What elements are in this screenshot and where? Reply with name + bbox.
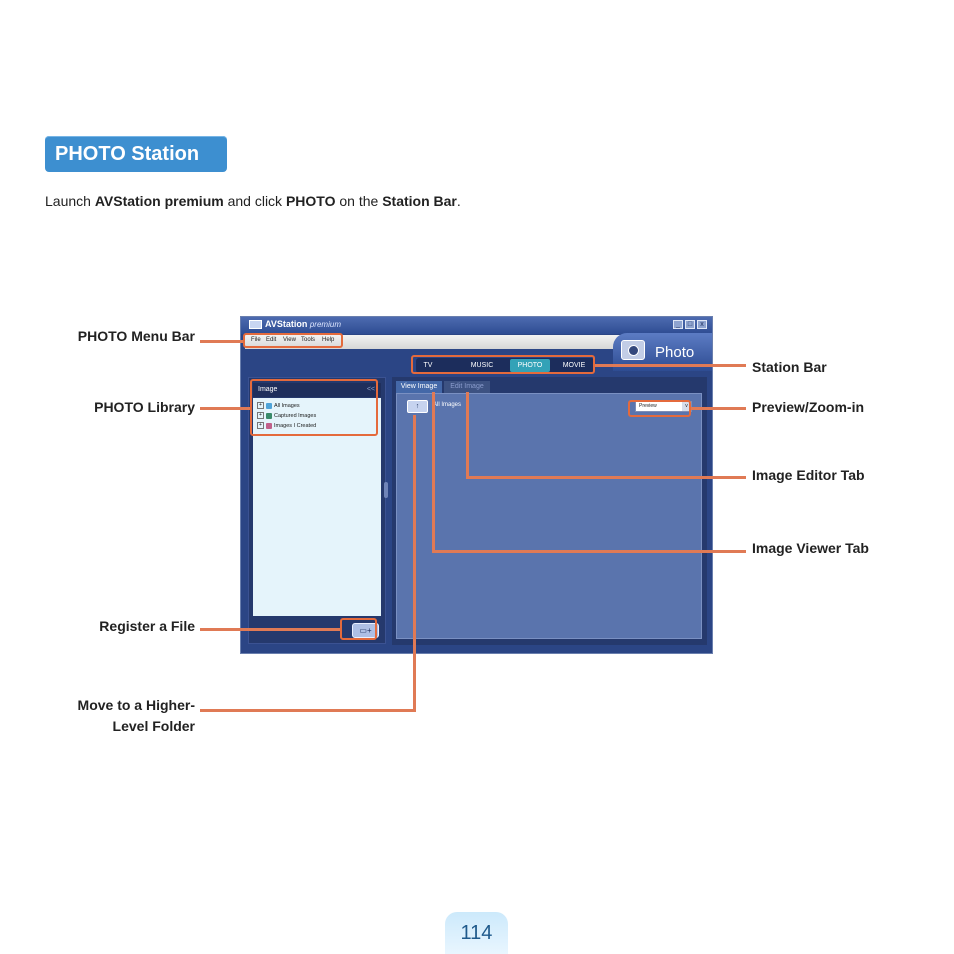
tab-edit-image[interactable]: Edit Image (444, 381, 490, 393)
maximize-button[interactable]: □ (685, 320, 695, 329)
menu-help[interactable]: Help (322, 337, 335, 343)
callout-box-menu-bar (243, 333, 343, 348)
splitter-handle[interactable] (384, 482, 388, 498)
callout-line-station-bar (595, 364, 746, 367)
callout-line-editor-tab-h (466, 476, 746, 479)
up-arrow-icon: ↑ (415, 403, 420, 410)
library-header: Image<< (253, 383, 381, 397)
minimize-button[interactable]: _ (673, 320, 683, 329)
folder-icon (266, 412, 272, 419)
menu-edit[interactable]: Edit (266, 337, 277, 343)
app-name: AVStation premium (265, 319, 341, 329)
current-folder: All Images (433, 402, 462, 408)
collapse-icon[interactable]: << (366, 386, 375, 393)
label-move-up: Move to a Higher-Level Folder (77, 697, 195, 734)
section-title: PHOTO Station (45, 136, 227, 172)
title-bar: AVStation premium _ □ x (241, 317, 712, 334)
register-file-button[interactable]: ▭+ (352, 623, 379, 638)
label-menu-bar: PHOTO Menu Bar (77, 328, 195, 344)
close-button[interactable]: x (697, 320, 707, 329)
expand-icon[interactable]: + (257, 402, 264, 409)
label-preview: Preview/Zoom-in (752, 399, 865, 415)
label-editor-tab: Image Editor Tab (752, 467, 865, 483)
label-viewer-tab: Image Viewer Tab (752, 540, 869, 556)
callout-box-station-bar (411, 355, 595, 374)
station-tab-music[interactable]: MUSIC (470, 362, 494, 369)
chevron-down-icon: v (682, 402, 691, 411)
callout-line-move-up-v (413, 415, 416, 712)
app-logo-icon (249, 320, 262, 329)
menu-file[interactable]: File (251, 337, 261, 343)
callout-line-viewer-tab-v (432, 392, 435, 553)
up-folder-button[interactable]: ↑ (407, 400, 428, 413)
callout-box-library (250, 379, 378, 436)
image-viewer: View Image Edit Image ↑ All Images Previ… (392, 377, 707, 645)
tree-item-created[interactable]: +Images I Created (257, 422, 316, 432)
station-tab-tv[interactable]: TV (423, 362, 433, 369)
callout-line-register (200, 628, 340, 631)
callout-line-library (200, 407, 250, 410)
add-file-icon: ▭ (359, 626, 367, 635)
expand-icon[interactable]: + (257, 412, 264, 419)
expand-icon[interactable]: + (257, 422, 264, 429)
callout-line-preview (691, 407, 746, 410)
tree-item-all-images[interactable]: +All Images (257, 402, 300, 412)
menu-tools[interactable]: Tools (301, 337, 316, 343)
station-bar: TV MUSIC PHOTO MOVIE (416, 358, 594, 373)
label-register: Register a File (99, 618, 195, 634)
tab-view-image[interactable]: View Image (396, 381, 442, 393)
callout-line-editor-tab-v (466, 392, 469, 478)
label-station-bar: Station Bar (752, 359, 827, 375)
folder-icon (266, 402, 272, 409)
banner-title: Photo (655, 344, 695, 361)
menu-view[interactable]: View (283, 337, 296, 343)
callout-line-menu-bar (200, 340, 243, 343)
station-tab-movie[interactable]: MOVIE (562, 362, 586, 369)
callout-line-viewer-tab-h (432, 550, 746, 553)
label-library: PHOTO Library (94, 399, 195, 415)
station-tab-photo[interactable]: PHOTO (510, 359, 550, 372)
page-number: 114 (445, 912, 508, 954)
camera-icon (621, 340, 645, 360)
tree-item-captured[interactable]: +Captured Images (257, 412, 316, 422)
callout-line-move-up-h (200, 709, 416, 712)
intro-text: Launch AVStation premium and click PHOTO… (45, 193, 461, 209)
callout-box-preview (628, 400, 691, 417)
callout-box-register (340, 618, 377, 640)
folder-icon (266, 422, 272, 429)
